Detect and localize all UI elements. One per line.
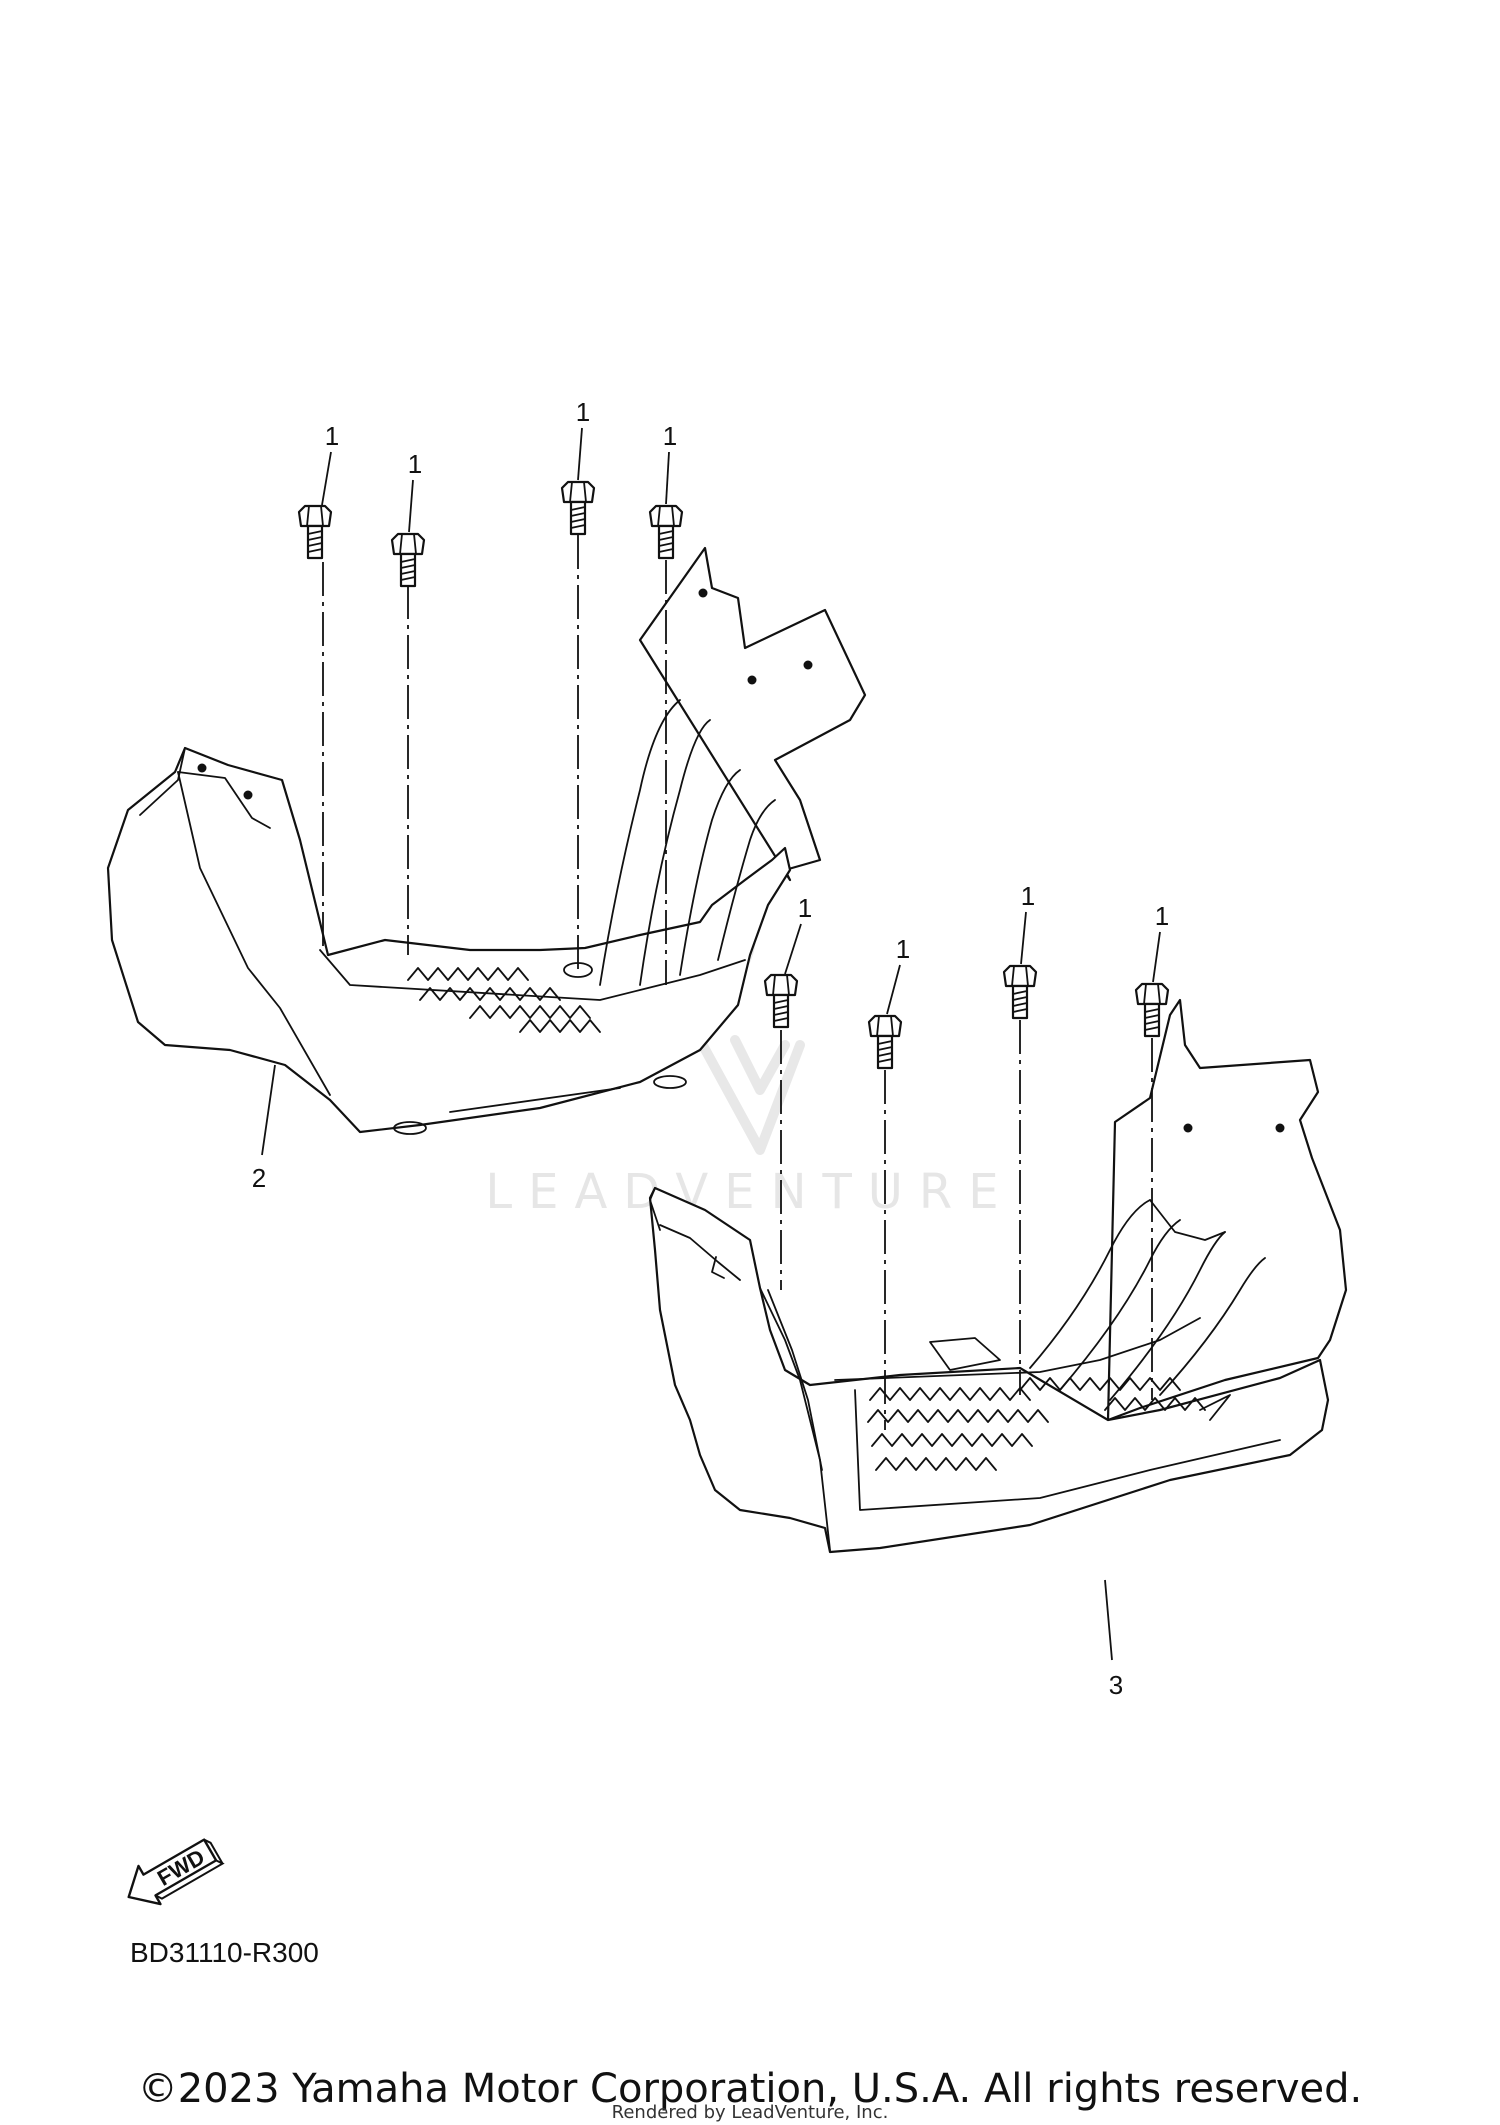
- footrest-guard-right: [648, 998, 1348, 1554]
- fwd-arrow-icon: FWD: [127, 1838, 225, 1906]
- assembly-leaders: [322, 535, 1153, 1430]
- mount-hole-icon: [698, 588, 708, 598]
- callout-bolt: 1: [798, 893, 812, 923]
- diagram-code: BD31110-R300: [130, 1937, 319, 1968]
- callout-bolt: 1: [896, 934, 910, 964]
- callout-bolt: 1: [325, 421, 339, 451]
- callout-bolt: 1: [576, 397, 590, 427]
- mount-hole-icon: [747, 675, 757, 685]
- mount-hole-icon: [197, 763, 207, 773]
- mount-hole-icon: [1183, 1123, 1193, 1133]
- mount-hole-icon: [1275, 1123, 1285, 1133]
- bolt-icon: [1134, 982, 1170, 1038]
- bolt-icon: [867, 1014, 903, 1070]
- bolt-icon: [1002, 964, 1038, 1020]
- callout-labels: 1 1 1 1 1 1 1 1 2 3: [252, 397, 1169, 1700]
- callout-bolt: 1: [408, 449, 422, 479]
- bolt-icon: [297, 504, 333, 560]
- callout-bolt: 1: [1021, 881, 1035, 911]
- copyright-notice: ©2023 Yamaha Motor Corporation, U.S.A. A…: [137, 2066, 1363, 2112]
- bolt-icon: [648, 504, 684, 560]
- bolt-icon: [763, 973, 799, 1029]
- mount-hole-icon: [803, 660, 813, 670]
- rendered-by-credit: Rendered by LeadVenture, Inc.: [611, 2102, 889, 2123]
- mount-hole-icon: [243, 790, 253, 800]
- bolt-icon: [560, 480, 596, 536]
- footrest-guard-left: [106, 546, 867, 1135]
- callout-right-guard: 3: [1109, 1670, 1123, 1700]
- watermark-text: LEADVENTURE: [485, 1164, 1014, 1220]
- watermark: LEADVENTURE: [485, 920, 1014, 1220]
- callout-bolt: 1: [663, 421, 677, 451]
- callout-bolt: 1: [1155, 901, 1169, 931]
- callout-lines: [261, 427, 1161, 1661]
- callout-left-guard: 2: [252, 1163, 266, 1193]
- bolt-group: [297, 480, 1170, 1070]
- bolt-icon: [390, 532, 426, 588]
